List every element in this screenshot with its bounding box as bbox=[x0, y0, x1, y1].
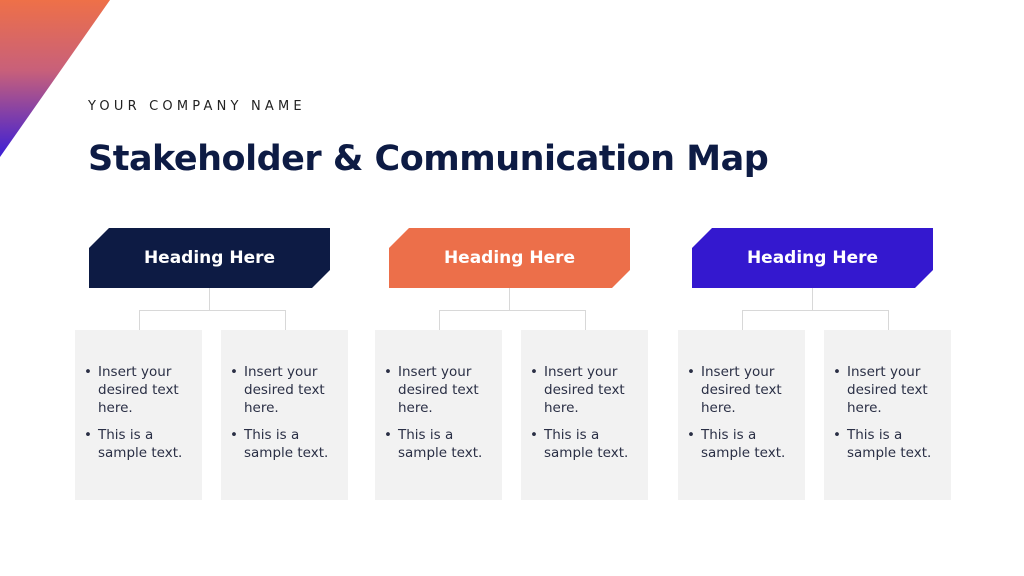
stakeholder-group: Heading Here Insert your desired text he… bbox=[678, 228, 958, 500]
connector-line bbox=[742, 310, 743, 330]
page-title: Stakeholder & Communication Map bbox=[88, 139, 769, 179]
connector-line bbox=[439, 310, 586, 311]
connector-line bbox=[139, 310, 286, 311]
connector-line bbox=[509, 288, 510, 310]
bullet-item: This is a sample text. bbox=[832, 426, 945, 462]
connector-line bbox=[888, 310, 889, 330]
connector-line bbox=[742, 310, 889, 311]
bullet-item: This is a sample text. bbox=[529, 426, 642, 462]
gradient-corner-decoration bbox=[0, 0, 110, 157]
bullet-item: This is a sample text. bbox=[83, 426, 196, 462]
group-heading: Heading Here bbox=[89, 228, 330, 288]
text-card: Insert your desired text here. This is a … bbox=[75, 330, 202, 500]
text-card: Insert your desired text here. This is a … bbox=[221, 330, 348, 500]
bullet-item: This is a sample text. bbox=[686, 426, 799, 462]
connector-line bbox=[439, 310, 440, 330]
group-heading-text: Heading Here bbox=[746, 248, 879, 268]
stakeholder-group: Heading Here Insert your desired text he… bbox=[75, 228, 355, 500]
bullet-item: Insert your desired text here. bbox=[83, 363, 196, 417]
bullet-item: This is a sample text. bbox=[383, 426, 496, 462]
connector-line bbox=[209, 288, 210, 310]
text-card: Insert your desired text here. This is a … bbox=[375, 330, 502, 500]
company-name: YOUR COMPANY NAME bbox=[88, 99, 306, 114]
bullet-item: Insert your desired text here. bbox=[832, 363, 945, 417]
text-card: Insert your desired text here. This is a … bbox=[824, 330, 951, 500]
text-card: Insert your desired text here. This is a … bbox=[678, 330, 805, 500]
text-card: Insert your desired text here. This is a … bbox=[521, 330, 648, 500]
connector-line bbox=[585, 310, 586, 330]
bullet-item: Insert your desired text here. bbox=[686, 363, 799, 417]
bullet-item: Insert your desired text here. bbox=[383, 363, 496, 417]
group-heading: Heading Here bbox=[389, 228, 630, 288]
bullet-item: Insert your desired text here. bbox=[529, 363, 642, 417]
connector-line bbox=[285, 310, 286, 330]
connector-line bbox=[139, 310, 140, 330]
stakeholder-group: Heading Here Insert your desired text he… bbox=[375, 228, 655, 500]
group-heading: Heading Here bbox=[692, 228, 933, 288]
bullet-item: This is a sample text. bbox=[229, 426, 342, 462]
bullet-item: Insert your desired text here. bbox=[229, 363, 342, 417]
group-heading-text: Heading Here bbox=[143, 248, 276, 268]
group-heading-text: Heading Here bbox=[443, 248, 576, 268]
connector-line bbox=[812, 288, 813, 310]
